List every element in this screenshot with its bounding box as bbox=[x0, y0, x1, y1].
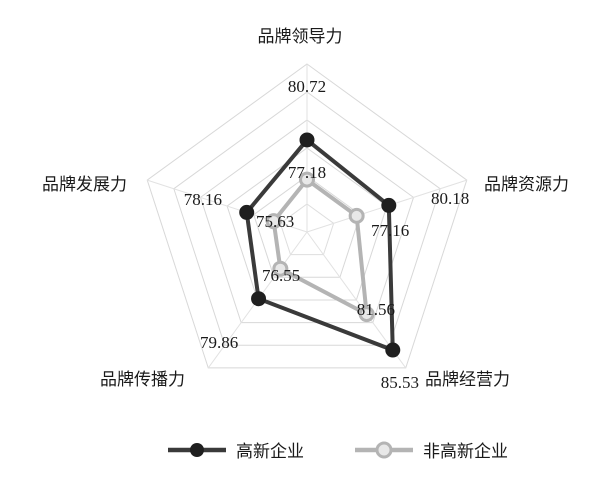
data-point-marker bbox=[265, 213, 282, 230]
grid-ring-2 bbox=[253, 175, 361, 278]
data-point-marker bbox=[385, 342, 401, 358]
grid-ring-5 bbox=[173, 91, 441, 346]
data-point-marker bbox=[348, 207, 365, 224]
data-point-marker bbox=[381, 197, 397, 213]
legend-label-non-high-tech: 非高新企业 bbox=[423, 442, 508, 461]
data-point-marker bbox=[358, 306, 375, 323]
value-label-high-tech-top: 80.72 bbox=[288, 77, 326, 96]
chart-legend: 高新企业 非高新企业 bbox=[168, 441, 508, 461]
legend-label-high-tech: 高新企业 bbox=[236, 442, 304, 461]
axis-label-upper-right: 品牌资源力 bbox=[484, 175, 569, 194]
grid-ring-3 bbox=[226, 147, 388, 301]
axis-label-top: 品牌领导力 bbox=[258, 27, 343, 46]
series-line-non-high-tech bbox=[271, 176, 370, 318]
legend-marker-high-tech bbox=[190, 443, 204, 457]
legend-item-non-high-tech[interactable]: 非高新企业 bbox=[355, 441, 508, 461]
value-label-non-high-tech-lower-left: 76.55 bbox=[262, 266, 300, 285]
value-label-non-high-tech-lower-right: 81.56 bbox=[357, 300, 395, 319]
value-label-non-high-tech-upper-left: 75.63 bbox=[256, 212, 294, 231]
grid-ring-6 bbox=[146, 63, 468, 369]
value-label-high-tech-lower-left: 79.86 bbox=[200, 333, 238, 352]
legend-marker-non-high-tech bbox=[375, 441, 393, 459]
value-label-high-tech-lower-right: 85.53 bbox=[381, 373, 419, 392]
data-point-marker bbox=[299, 132, 315, 148]
grid-ring-4 bbox=[199, 119, 415, 324]
series-markers-high-tech bbox=[239, 132, 401, 358]
value-label-high-tech-upper-left: 78.16 bbox=[184, 190, 222, 209]
data-point-marker bbox=[239, 204, 255, 220]
data-point-marker bbox=[299, 171, 315, 188]
value-label-high-tech-upper-right: 80.18 bbox=[431, 189, 469, 208]
series-line-high-tech bbox=[244, 137, 395, 353]
value-label-non-high-tech-upper-right: 77.16 bbox=[371, 221, 409, 240]
value-label-non-high-tech-top: 77.18 bbox=[288, 163, 326, 182]
axis-label-lower-right: 品牌经营力 bbox=[425, 370, 510, 389]
grid-ring-1 bbox=[279, 203, 335, 256]
series-markers-non-high-tech bbox=[265, 171, 375, 323]
radar-grid bbox=[146, 63, 468, 369]
data-point-marker bbox=[251, 291, 267, 307]
axis-label-lower-left: 品牌传播力 bbox=[100, 370, 185, 389]
axis-label-upper-left: 品牌发展力 bbox=[42, 175, 127, 194]
legend-item-high-tech[interactable]: 高新企业 bbox=[168, 442, 304, 461]
data-point-marker bbox=[272, 260, 289, 277]
